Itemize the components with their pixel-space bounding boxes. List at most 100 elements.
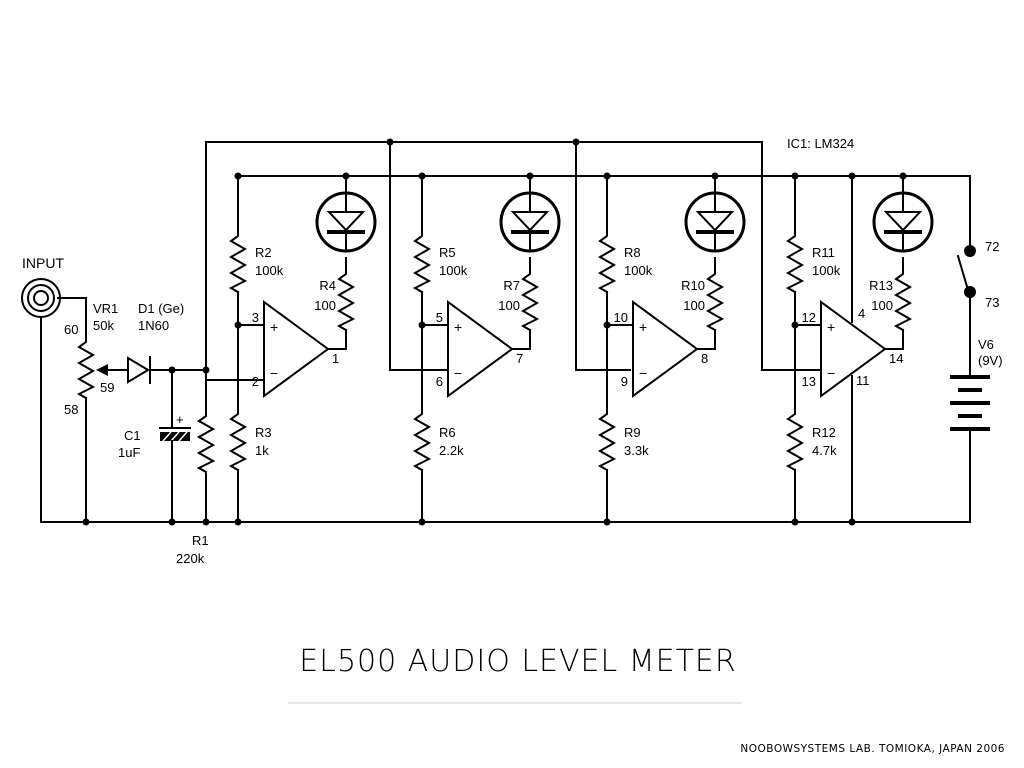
junction-dot <box>899 172 907 180</box>
r-led-value: 100 <box>683 298 705 313</box>
junction-dot <box>791 172 799 180</box>
switch-pin-bottom: 73 <box>985 295 999 310</box>
junction-dot <box>526 172 534 180</box>
vr1-potentiometer <box>78 329 94 523</box>
r-top-name: R5 <box>439 245 456 260</box>
comparator-stages: R2100kR4100R31k321+−R5100kR7100R62.2k567… <box>205 172 934 526</box>
pin-out-number: 7 <box>516 351 523 366</box>
junction-dot <box>418 172 426 180</box>
pin-minus-number: 13 <box>802 374 816 389</box>
junction-dot <box>848 172 856 180</box>
diagram-title: EL500 AUDIO LEVEL METER <box>299 644 736 679</box>
pin-out-number: 8 <box>701 351 708 366</box>
power-switch <box>956 175 976 376</box>
r-bottom-value: 2.2k <box>439 443 464 458</box>
r-bottom-name: R12 <box>812 425 836 440</box>
v6-battery <box>950 375 990 523</box>
r-led-resistor <box>705 269 725 332</box>
battery-value: (9V) <box>978 353 1003 368</box>
r1-name: R1 <box>192 533 209 548</box>
opamp-comparator <box>632 300 699 398</box>
opamp-comparator <box>263 300 330 398</box>
switch-pin-top: 72 <box>985 239 999 254</box>
pin-minus-number: 2 <box>252 374 259 389</box>
vr1-value: 50k <box>93 318 114 333</box>
r-bottom-value: 3.3k <box>624 443 649 458</box>
opamp-plus-sign: + <box>827 319 835 335</box>
r-bottom-resistor <box>597 409 617 472</box>
opamp-plus-sign: + <box>454 319 462 335</box>
r-led-resistor <box>336 269 356 332</box>
opamp-comparator <box>447 300 514 398</box>
r-led-resistor <box>520 269 540 332</box>
junction-dot <box>603 172 611 180</box>
opamp-plus-sign: + <box>639 319 647 335</box>
junction-dot <box>711 172 719 180</box>
r-bottom-name: R9 <box>624 425 641 440</box>
pin-vcc-number: 4 <box>858 306 865 321</box>
pin-gnd-number: 11 <box>856 373 870 388</box>
d1-value: 1N60 <box>138 318 169 333</box>
vr1-name: VR1 <box>93 301 118 316</box>
r-led-name: R13 <box>869 278 893 293</box>
r-led-name: R7 <box>503 278 520 293</box>
r-top-name: R8 <box>624 245 641 260</box>
pin-plus-number: 10 <box>614 310 628 325</box>
junction-dot <box>202 366 210 374</box>
r1-value: 220k <box>176 551 205 566</box>
r-top-name: R2 <box>255 245 272 260</box>
r-led-value: 100 <box>498 298 520 313</box>
pin-out-number: 14 <box>889 351 903 366</box>
r-top-resistor <box>412 231 432 294</box>
junction-dot <box>603 518 611 526</box>
pin-minus-number: 9 <box>621 374 628 389</box>
junction-dot <box>202 518 210 526</box>
vr1-pin-wiper: 59 <box>100 380 114 395</box>
pin-out-number: 1 <box>332 351 339 366</box>
opamp-minus-sign: − <box>270 365 278 381</box>
vr1-pin-top: 60 <box>64 322 78 337</box>
pin-plus-number: 12 <box>802 310 816 325</box>
opamp-plus-sign: + <box>270 319 278 335</box>
junction-dot <box>168 518 176 526</box>
junction-dot <box>234 172 242 180</box>
c1-capacitor <box>159 369 191 523</box>
c1-value: 1uF <box>118 445 140 460</box>
junction-dot <box>234 518 242 526</box>
r-bottom-resistor <box>785 409 805 472</box>
junction-dot <box>418 518 426 526</box>
r-led-value: 100 <box>314 298 336 313</box>
vr1-pin-bottom: 58 <box>64 402 78 417</box>
r-top-value: 100k <box>624 263 653 278</box>
junction-dot <box>791 518 799 526</box>
r-top-value: 100k <box>439 263 468 278</box>
r-top-resistor <box>597 231 617 294</box>
battery-name: V6 <box>978 337 994 352</box>
input-label: INPUT <box>22 255 64 271</box>
junction-dot <box>848 518 856 526</box>
r-top-resistor <box>228 231 248 294</box>
wiper-arrow-icon <box>96 364 108 376</box>
junction-dot <box>82 518 90 526</box>
opamp-minus-sign: − <box>639 365 647 381</box>
junction-dot <box>386 138 394 146</box>
r-bottom-resistor <box>228 409 248 472</box>
r-bottom-name: R6 <box>439 425 456 440</box>
r-bottom-name: R3 <box>255 425 272 440</box>
input-jack <box>21 278 87 523</box>
r-top-name: R11 <box>812 245 835 260</box>
r-bottom-resistor <box>412 409 432 472</box>
r-led-resistor <box>893 269 913 332</box>
r-led-name: R4 <box>319 278 336 293</box>
opamp-comparator <box>820 300 887 398</box>
r-top-resistor <box>785 231 805 294</box>
r-top-value: 100k <box>812 263 841 278</box>
r-led-value: 100 <box>871 298 893 313</box>
pin-plus-number: 3 <box>252 310 259 325</box>
opamp-minus-sign: − <box>827 365 835 381</box>
junction-dot <box>572 138 580 146</box>
d1-diode <box>96 356 207 384</box>
junction-dot <box>342 172 350 180</box>
opamp-minus-sign: − <box>454 365 462 381</box>
